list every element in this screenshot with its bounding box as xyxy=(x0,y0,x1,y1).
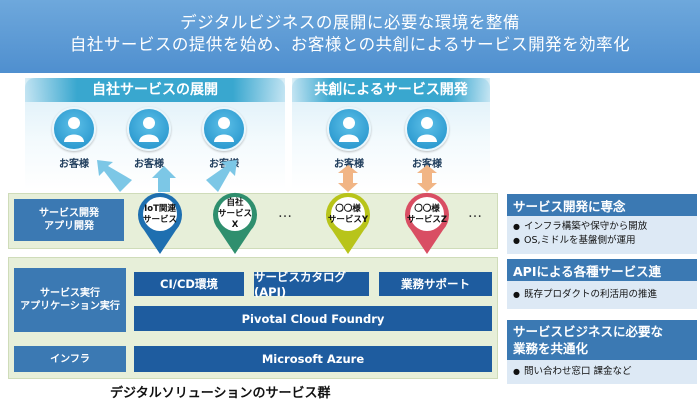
row-label-infra: インフラ xyxy=(14,346,126,372)
map-pin-icon xyxy=(138,192,182,254)
row-label-exec: サービス実行 アプリケーション実行 xyxy=(14,268,126,332)
row-label-dev: サービス開発 アプリ開発 xyxy=(14,199,124,241)
own-services-title: 自社サービスの展開 xyxy=(25,78,285,102)
service-pin-z: 〇〇様 サービスZ xyxy=(403,190,451,256)
customer-label: お客様 xyxy=(334,159,364,170)
header-line-2: 自社サービスの提供を始め、お客様との共創によるサービス開発を効率化 xyxy=(69,35,631,54)
arrow-up-icon xyxy=(152,166,176,192)
customer-person-icon xyxy=(405,107,449,151)
map-pin-icon xyxy=(326,192,370,254)
benefit-heading-1: サービス開発に専念 xyxy=(507,194,697,216)
map-pin-icon xyxy=(405,192,449,254)
ellipsis-1: … xyxy=(278,205,294,221)
benefit-body-2: 既存プロダクトの利活用の推進 xyxy=(507,281,697,309)
pivotal-cloud-foundry-box: Pivotal Cloud Foundry xyxy=(134,306,492,331)
header-line-1: デジタルビジネスの展開に必要な環境を整備 xyxy=(180,13,520,32)
customer-person-icon xyxy=(127,107,171,151)
cocreation-group: 共創によるサービス開発 xyxy=(292,78,490,190)
cicd-box: CI/CD環境 xyxy=(134,272,244,296)
map-pin-icon xyxy=(213,192,257,254)
service-pin-y: 〇〇様 サービスY xyxy=(324,190,372,256)
benefit-body-1: インフラ構築や保守から開放 OS,ミドルを基盤側が運用 xyxy=(507,216,697,254)
arrow-updown-icon xyxy=(417,165,437,192)
benefit-bullet: インフラ構築や保守から開放 xyxy=(523,220,697,234)
customer-label: お客様 xyxy=(59,159,89,170)
pin-label: 〇〇様 サービスZ xyxy=(406,204,448,225)
service-group-title: デジタルソリューションのサービス群 xyxy=(110,386,331,401)
customer-person-icon xyxy=(327,107,371,151)
ellipsis-2: … xyxy=(468,205,484,221)
customer-label: お客様 xyxy=(209,159,239,170)
customer-person-icon xyxy=(202,107,246,151)
benefit-heading-3: サービスビジネスに必要な 業務を共通化 xyxy=(507,320,697,360)
service-pin-iot: IoT関連 サービス xyxy=(136,190,184,256)
benefit-bullet: OS,ミドルを基盤側が運用 xyxy=(523,234,697,248)
benefit-bullet: 問い合わせ窓口 課金など xyxy=(523,365,697,379)
service-pin-own: 自社 サービス X xyxy=(211,190,259,256)
benefit-heading-2: APIによる各種サービス連 xyxy=(507,259,697,281)
service-to-customer-arrows xyxy=(97,160,437,192)
arrow-up-right-icon xyxy=(206,160,237,192)
benefit-bullet: 既存プロダクトの利活用の推進 xyxy=(523,288,697,302)
header-banner: デジタルビジネスの展開に必要な環境を整備 自社サービスの提供を始め、お客様との共… xyxy=(0,0,700,73)
business-support-box: 業務サポート xyxy=(379,272,492,296)
pin-label: 〇〇様 サービスY xyxy=(327,204,369,225)
customer-label: お客様 xyxy=(134,159,164,170)
cocreation-title: 共創によるサービス開発 xyxy=(292,78,490,102)
arrow-up-left-icon xyxy=(97,160,132,192)
pin-label: 自社 サービス X xyxy=(217,198,252,230)
arrow-updown-icon xyxy=(338,165,358,192)
service-catalog-box: サービスカタログ(API) xyxy=(254,270,369,299)
microsoft-azure-box: Microsoft Azure xyxy=(134,346,492,372)
benefit-body-3: 問い合わせ窓口 課金など xyxy=(507,360,697,384)
pin-label: IoT関連 サービス xyxy=(142,204,177,225)
customer-label: お客様 xyxy=(412,159,442,170)
customer-person-icon xyxy=(52,107,96,151)
